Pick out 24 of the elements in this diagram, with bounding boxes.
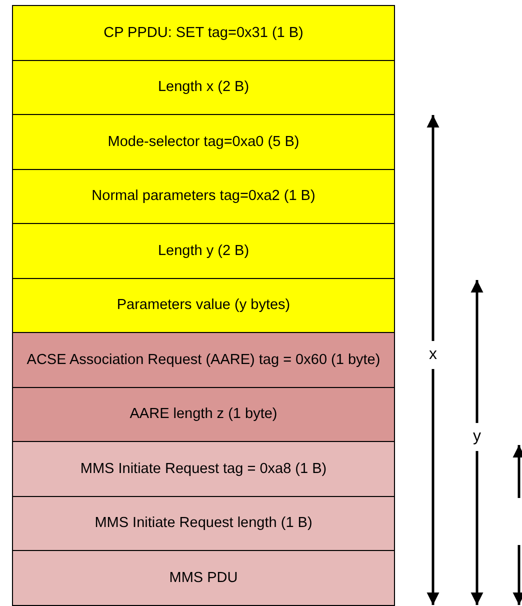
field-box [12, 496, 395, 551]
field-label: AARE length z (1 byte) [130, 405, 278, 424]
field-box [12, 168, 395, 224]
field-label: Normal parameters tag=0xa2 (1 B) [92, 187, 316, 206]
field-label: Mode-selector tag=0xa0 (5 B) [108, 132, 300, 151]
dimension-label: y [473, 429, 481, 445]
field-label: Length x (2 B) [158, 78, 250, 96]
field-box [12, 5, 395, 60]
field-box [12, 550, 395, 606]
field-box [12, 386, 395, 442]
field-label: ACSE Association Request (AARE) tag = 0x60 (1 byte) [26, 350, 380, 369]
field-box [12, 441, 395, 496]
field-label: MMS Initiate Request tag = 0xa8 (1 B) [80, 460, 327, 478]
field-label: Length y (2 B) [158, 242, 250, 260]
field-label: MMS Initiate Request length (1 B) [94, 514, 312, 532]
field-box [12, 223, 395, 278]
field-label: Parameters value (y bytes) [116, 296, 290, 314]
field-box [12, 114, 395, 170]
field-label: CP PPDU: SET tag=0x31 (1 B) [104, 24, 304, 42]
field-label: MMS PDU [169, 568, 238, 587]
field-box [12, 332, 395, 388]
field-box [12, 60, 395, 115]
dimension-label: x [429, 347, 437, 363]
field-box [12, 278, 395, 333]
